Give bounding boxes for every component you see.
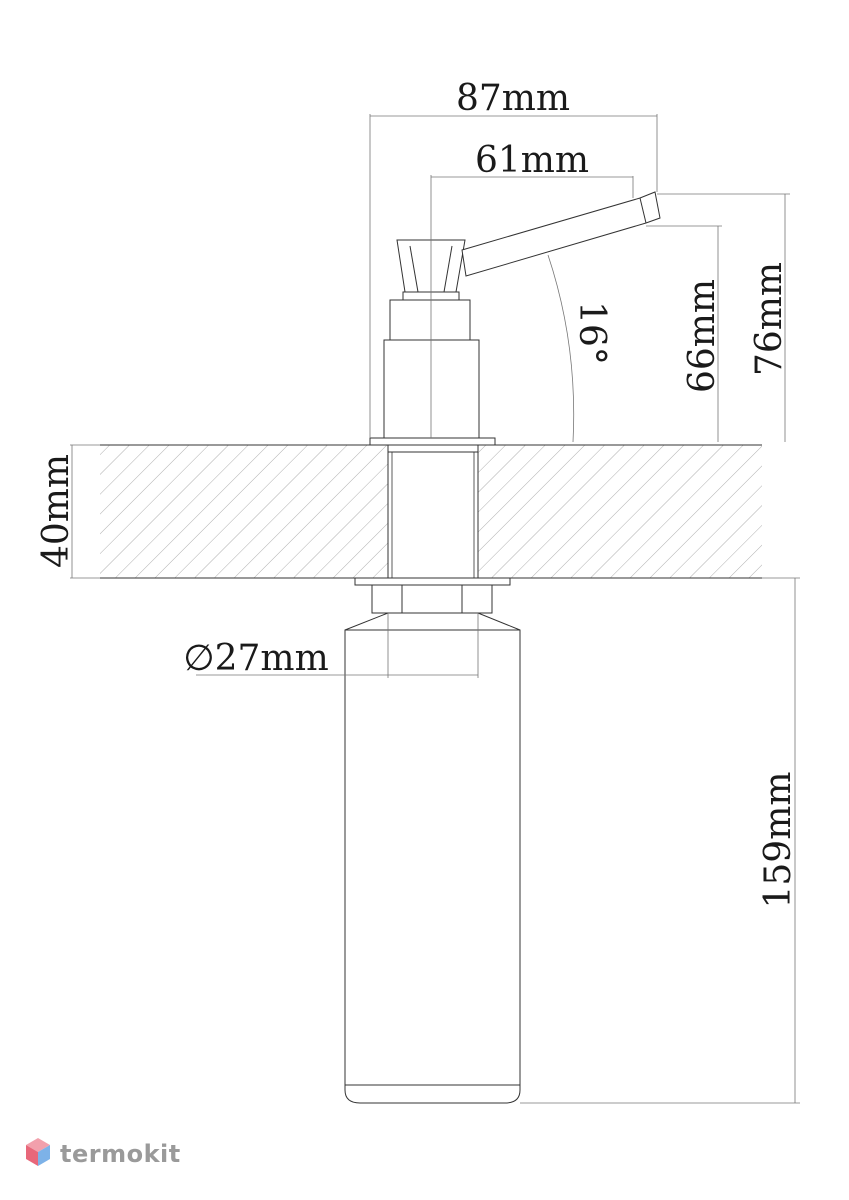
dimension-40: 40mm (36, 444, 100, 579)
dimension-76: 76mm (657, 193, 790, 442)
label-angle: 16° (571, 301, 612, 365)
dimension-61: 61mm (431, 140, 634, 198)
label-61mm: 61mm (475, 140, 589, 181)
dimension-159: 159mm (520, 577, 800, 1104)
brand-logo: termokit (24, 1136, 181, 1172)
nut (354, 577, 511, 614)
bottle (344, 612, 521, 1104)
countertop (100, 444, 762, 579)
shank (387, 444, 479, 579)
dispenser-head (369, 175, 661, 446)
label-159mm: 159mm (758, 772, 799, 909)
label-66mm: 66mm (682, 279, 723, 393)
angle-16: 16° (547, 254, 612, 443)
dimension-diameter: ∅27mm (183, 613, 479, 679)
brand-name: termokit (60, 1140, 181, 1168)
cube-logo-icon (26, 1138, 50, 1166)
dimension-66: 66mm (646, 225, 723, 442)
label-40mm: 40mm (36, 454, 77, 568)
label-27mm: ∅27mm (183, 638, 328, 679)
dimension-87: 87mm (369, 78, 658, 438)
label-76mm: 76mm (749, 262, 790, 376)
label-87mm: 87mm (456, 78, 570, 119)
